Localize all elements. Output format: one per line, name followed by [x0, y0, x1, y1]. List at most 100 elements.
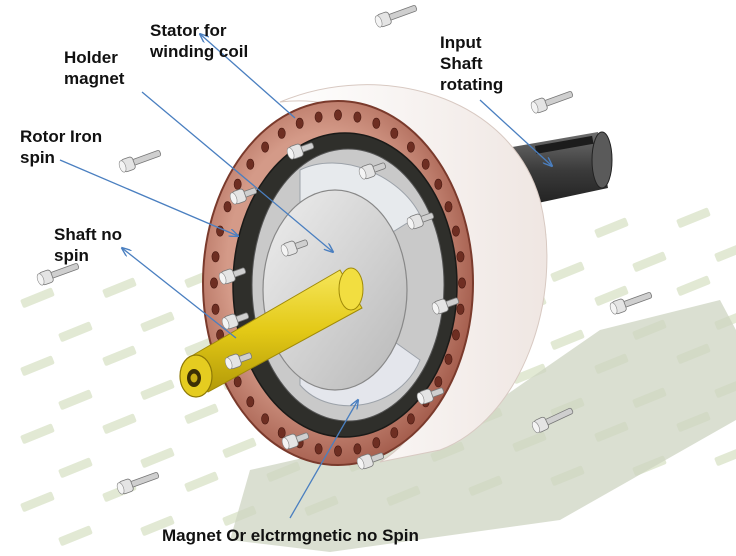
label-input-shaft-line-2: Shaft: [440, 54, 483, 73]
floor-tile: [550, 261, 585, 282]
winding-hole: [334, 109, 342, 121]
winding-hole: [261, 141, 270, 153]
floor-tile: [20, 355, 55, 376]
callout-magnet: [289, 400, 358, 519]
winding-hole: [406, 413, 415, 425]
hex-socket-bolt-icon: [221, 312, 250, 330]
label-input-shaft: Input Shaft rotating: [440, 32, 503, 95]
hex-socket-bolt-icon: [229, 187, 258, 205]
floor-tile: [714, 241, 736, 262]
floor-tile: [594, 285, 629, 306]
floor-tile: [58, 389, 93, 410]
winding-hole: [210, 277, 218, 289]
callout-holder: [141, 91, 333, 252]
winding-hole: [421, 158, 430, 170]
winding-hole: [314, 111, 323, 123]
floor-tile: [222, 437, 257, 458]
hex-socket-bolt-icon: [374, 5, 418, 28]
winding-hole: [211, 303, 220, 315]
label-input-shaft-line-3: rotating: [440, 75, 504, 94]
winding-hole: [434, 178, 443, 190]
callout-rotor: [59, 159, 238, 236]
floor-tile: [58, 321, 93, 342]
winding-hole: [372, 117, 381, 129]
label-holder-line-1: Holder: [64, 48, 118, 67]
callout-shaft-no-spin: [122, 248, 237, 339]
winding-hole: [233, 178, 242, 190]
hex-socket-bolt-icon: [416, 387, 445, 405]
floor-tile: [102, 277, 137, 298]
floor-tile: [676, 207, 711, 228]
label-rotor-line-1: Rotor Iron: [20, 127, 103, 146]
label-rotor-line-2: spin: [20, 148, 55, 167]
winding-hole: [452, 225, 460, 237]
winding-hole: [246, 396, 255, 408]
winding-hole: [295, 117, 304, 129]
callout-stator: [200, 34, 296, 119]
label-magnet-line-1: Magnet Or elctrmgnetic no Spin: [162, 526, 419, 545]
floor-tile: [20, 423, 55, 444]
winding-hole: [456, 251, 465, 263]
hex-socket-bolt-icon: [531, 407, 574, 434]
label-holder: Holder magnet: [64, 47, 124, 89]
hex-socket-bolt-icon: [116, 472, 160, 495]
hex-socket-bolt-icon: [281, 432, 310, 450]
floor-tile: [550, 329, 585, 350]
floor-tile: [676, 275, 711, 296]
winding-hole: [233, 376, 242, 388]
label-stator: Stator for winding coil: [150, 20, 248, 62]
label-shaft-no-spin: Shaft no spin: [54, 224, 122, 266]
callout-lines: [59, 34, 552, 519]
label-stator-line-2: winding coil: [150, 42, 249, 61]
hex-socket-bolt-icon: [218, 267, 247, 285]
hex-socket-bolt-icon: [530, 91, 574, 114]
hex-socket-bolt-icon: [356, 452, 385, 470]
label-rotor: Rotor Iron spin: [20, 126, 102, 168]
label-magnet: Magnet Or elctrmgnetic no Spin: [162, 525, 419, 546]
winding-hole: [390, 127, 399, 139]
winding-hole: [334, 445, 342, 457]
label-shaft-no-spin-line-2: spin: [54, 246, 89, 265]
hex-socket-bolt-icon: [280, 239, 309, 257]
winding-hole: [452, 329, 460, 341]
floor-tile: [140, 515, 175, 536]
hex-socket-bolt-icon: [431, 297, 460, 315]
winding-hole: [390, 427, 399, 439]
hex-socket-bolt-icon: [224, 352, 253, 370]
winding-hole: [314, 443, 323, 455]
hex-socket-bolt-icon: [609, 292, 653, 315]
winding-hole: [277, 427, 286, 439]
loose-bolts: [36, 5, 653, 495]
label-holder-line-2: magnet: [64, 69, 125, 88]
label-input-shaft-line-1: Input: [440, 33, 482, 52]
hex-socket-bolt-icon: [286, 142, 315, 160]
floor-tile: [184, 471, 219, 492]
label-shaft-no-spin-line-1: Shaft no: [54, 225, 122, 244]
hex-socket-bolt-icon: [118, 150, 162, 173]
winding-hole: [444, 353, 453, 365]
floor-tile: [20, 287, 55, 308]
floor-tile: [102, 413, 137, 434]
motor-shadow: [230, 300, 736, 552]
winding-hole: [444, 201, 453, 213]
floor-tile: [20, 491, 55, 512]
floor-tile: [102, 345, 137, 366]
hex-socket-bolt-icon: [406, 212, 435, 230]
floor-tile: [594, 217, 629, 238]
winding-hole: [223, 201, 232, 213]
ring-bolts: [218, 142, 460, 470]
winding-hole: [261, 413, 270, 425]
winding-hole: [434, 376, 443, 388]
hex-socket-bolt-icon: [36, 263, 80, 286]
label-stator-line-1: Stator for: [150, 21, 227, 40]
winding-hole: [353, 111, 362, 123]
callout-input-shaft: [479, 99, 552, 166]
winding-hole: [353, 443, 362, 455]
floor-tile: [184, 403, 219, 424]
floor-tile: [632, 251, 667, 272]
floor-tile: [140, 447, 175, 468]
winding-hole: [406, 141, 415, 153]
floor-tile: [58, 457, 93, 478]
floor-tile: [512, 363, 547, 384]
